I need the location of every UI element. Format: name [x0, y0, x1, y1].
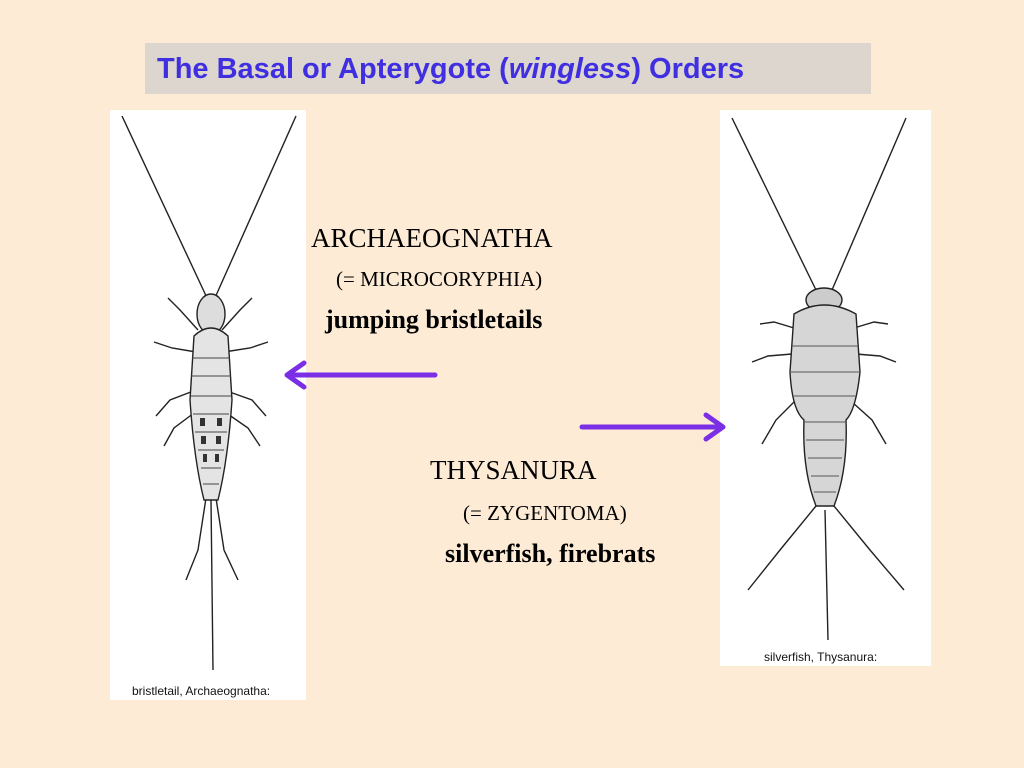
title-suffix: ) Orders	[631, 53, 745, 85]
title-box	[145, 43, 871, 94]
slide-title: The Basal or Apterygote (wingless) Order…	[157, 52, 744, 86]
common-silverfish-firebrats: silverfish, firebrats	[445, 539, 656, 568]
title-prefix: The Basal or Apterygote (	[157, 53, 509, 85]
bristletail-caption: bristletail, Archaeognatha:	[132, 684, 271, 698]
bristletail-drawing	[121, 115, 297, 671]
silverfish-drawing	[731, 117, 907, 641]
synonym-zygentoma: (= ZYGENTOMA)	[463, 501, 627, 525]
order-thysanura: THYSANURA	[430, 455, 597, 485]
common-jumping-bristletails: jumping bristletails	[325, 305, 543, 334]
title-italic: wingless	[508, 53, 632, 85]
arrow-right-icon	[579, 412, 726, 442]
silverfish-caption: silverfish, Thysanura:	[764, 650, 878, 664]
silverfish-illustration: silverfish, Thysanura:	[720, 110, 931, 666]
order-archaeognatha: ARCHAEOGNATHA	[311, 223, 553, 253]
synonym-microcoryphia: (= MICROCORYPHIA)	[336, 267, 543, 291]
arrow-left-icon	[284, 360, 438, 390]
bristletail-illustration: bristletail, Archaeognatha:	[110, 110, 306, 700]
